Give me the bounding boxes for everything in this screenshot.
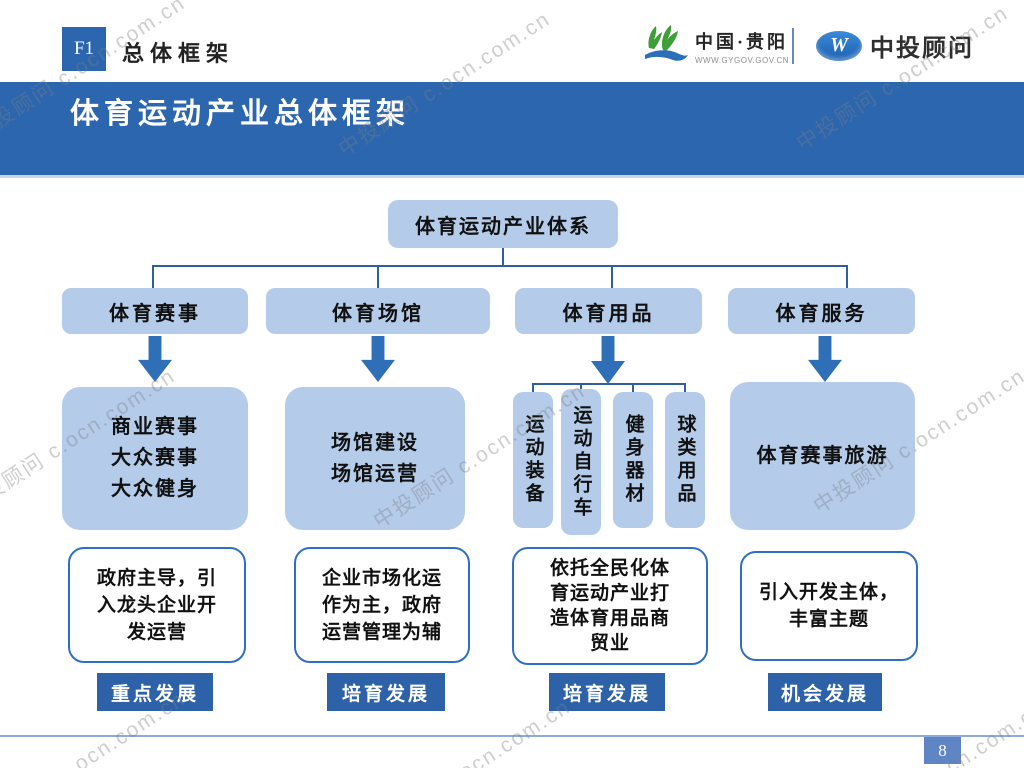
phase-label-events: 重点发展 — [97, 673, 213, 711]
title-banner — [0, 82, 1024, 178]
section-badge: F1 — [62, 27, 106, 71]
root-node: 体育运动产业体系 — [388, 200, 618, 248]
section-title: 总体框架 — [122, 41, 235, 66]
phase-label-services: 机会发展 — [768, 673, 882, 711]
body-line: 大众健身 — [111, 478, 199, 500]
product-item-fitness: 健身器材 — [613, 392, 653, 528]
guiyang-logo-url: WWW.GYGOV.GOV.CN — [695, 56, 790, 65]
page-number-badge: 8 — [924, 737, 961, 764]
product-item-balls: 球类用品 — [665, 392, 705, 528]
product-item-bicycle: 运动自行车 — [561, 389, 601, 535]
bracket-drop-1 — [532, 385, 534, 393]
body-line: 场馆建设 — [331, 431, 419, 454]
ocn-logo-name: 中投顾问 — [870, 35, 974, 62]
ocn-logo-icon: W — [816, 30, 862, 61]
note-box-goods: 依托全民化体 育运动产业打 造体育用品商 贸业 — [512, 547, 708, 665]
connector-drop-3 — [611, 267, 613, 288]
body-node-events: 商业赛事 大众赛事 大众健身 — [62, 387, 248, 530]
body-node-venues: 场馆建设 场馆运营 — [285, 387, 465, 530]
note-line: 运营管理为辅 — [321, 621, 442, 643]
phase-label-goods: 培育发展 — [549, 673, 665, 711]
slide-title: 体育运动产业总体框架 — [70, 98, 411, 130]
branch-header-services: 体育服务 — [728, 288, 915, 334]
note-line: 发运营 — [126, 621, 187, 643]
guiyang-logo: 中国·贵阳 WWW.GYGOV.GOV.CN — [643, 22, 789, 71]
note-line: 入龙头企业开 — [96, 594, 217, 616]
connector-horizontal — [152, 265, 848, 267]
body-line: 场馆运营 — [331, 462, 419, 485]
body-line: 大众赛事 — [111, 447, 199, 469]
guiyang-trees-icon — [643, 22, 689, 71]
down-arrow-icon — [808, 336, 842, 382]
down-arrow-icon — [361, 336, 395, 382]
body-line: 体育赛事旅游 — [756, 444, 889, 467]
note-line: 作为主，政府 — [321, 594, 442, 616]
phase-label-venues: 培育发展 — [327, 673, 445, 711]
note-line: 造体育用品商 — [549, 608, 670, 629]
bracket-drop-2 — [580, 385, 582, 389]
note-line: 引入开发主体， — [758, 582, 899, 603]
body-node-services: 体育赛事旅游 — [730, 382, 915, 530]
note-line: 丰富主题 — [788, 609, 869, 630]
bracket-horizontal — [532, 383, 686, 385]
note-box-services: 引入开发主体， 丰富主题 — [740, 551, 918, 661]
branch-header-venues: 体育场馆 — [266, 288, 490, 334]
ocn-logo: W 中投顾问 — [816, 28, 974, 63]
down-arrow-icon — [591, 336, 625, 384]
branch-header-events: 体育赛事 — [62, 288, 248, 334]
connector-drop-4 — [846, 267, 848, 288]
footer-divider — [0, 735, 1024, 737]
note-box-venues: 企业市场化运 作为主，政府 运营管理为辅 — [294, 547, 470, 663]
down-arrow-icon — [138, 336, 172, 382]
note-line: 依托全民化体 — [549, 558, 670, 579]
product-item-gear: 运动装备 — [513, 392, 553, 528]
note-line: 政府主导，引 — [96, 567, 217, 589]
connector-drop-1 — [152, 267, 154, 288]
guiyang-logo-name: 中国·贵阳 — [695, 32, 789, 52]
branch-header-goods: 体育用品 — [515, 288, 702, 334]
body-line: 商业赛事 — [111, 416, 199, 438]
note-line: 育运动产业打 — [549, 583, 670, 604]
logo-divider — [792, 28, 794, 64]
bracket-drop-4 — [684, 385, 686, 393]
note-line: 贸业 — [589, 633, 630, 654]
bracket-drop-3 — [632, 385, 634, 393]
connector-drop-2 — [377, 267, 379, 288]
connector-root-vertical — [502, 248, 504, 266]
note-box-events: 政府主导，引 入龙头企业开 发运营 — [68, 547, 246, 663]
note-line: 企业市场化运 — [321, 567, 442, 589]
